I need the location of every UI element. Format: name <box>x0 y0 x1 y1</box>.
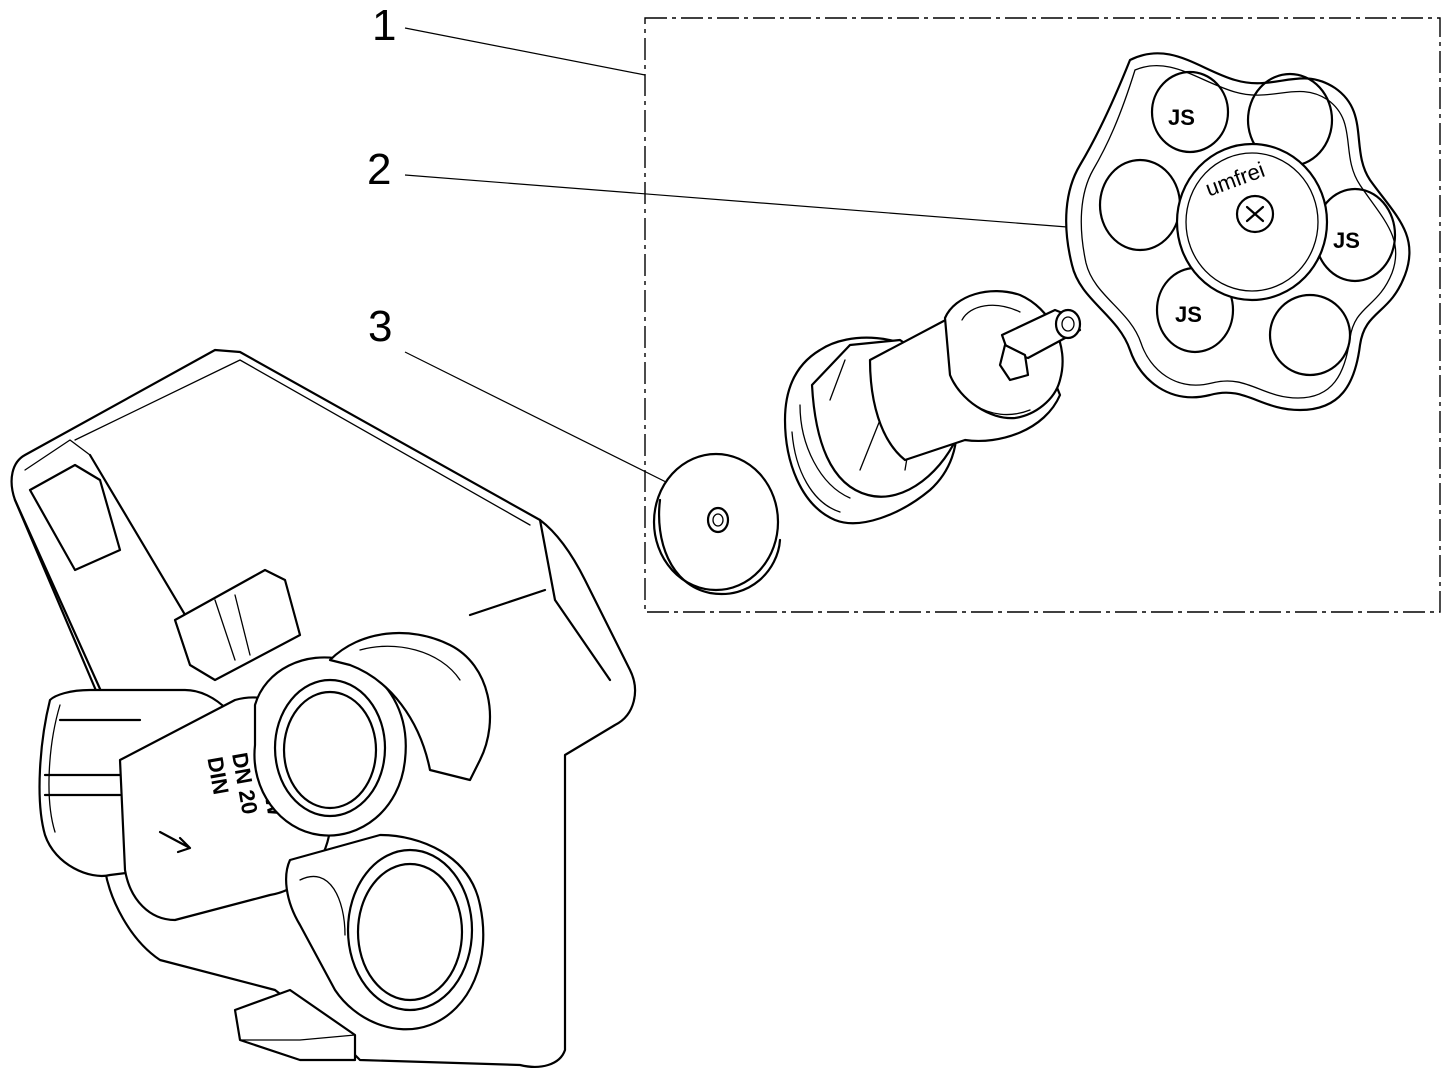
callout-2: 2 <box>367 145 392 194</box>
leader-line-1 <box>404 27 646 76</box>
logo-js-bottom: JS <box>1175 302 1202 327</box>
logo-js-top: JS <box>1168 105 1195 130</box>
callout-1: 1 <box>372 1 397 50</box>
handwheel: JS JS JS umfrei <box>1065 52 1411 412</box>
leader-line-3 <box>404 351 683 491</box>
spindle-headwork <box>783 290 1082 525</box>
valve-disc <box>652 452 782 596</box>
valve-body-assembly: DVGW DN 20 DIN <box>10 348 637 1068</box>
kit-boundary-box <box>644 17 1441 613</box>
logo-js-right: JS <box>1333 228 1360 253</box>
callout-3: 3 <box>368 302 393 351</box>
leader-line-2 <box>404 174 1081 229</box>
